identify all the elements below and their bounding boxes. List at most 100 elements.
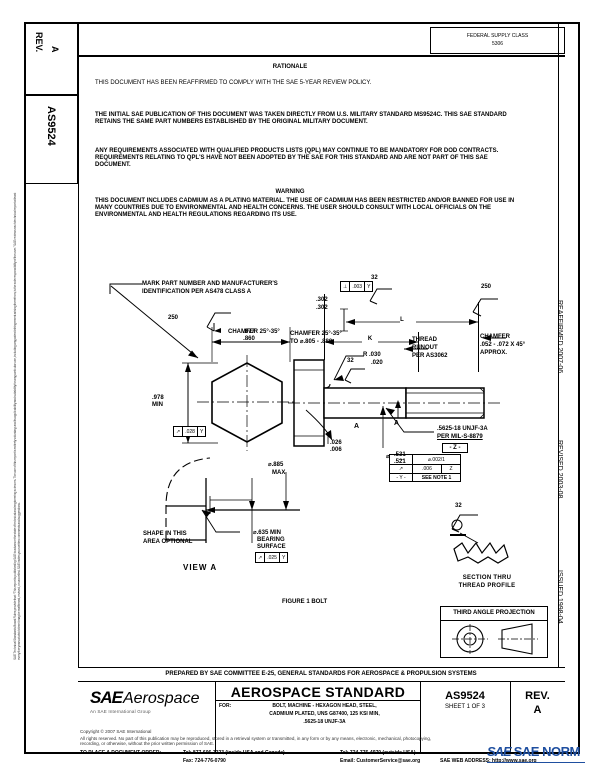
head-chamfer-text-line2: TO ⌀.805 - .880	[290, 339, 333, 345]
projection-symbol	[452, 623, 538, 655]
fcf-row3-note: SEE NOTE 1	[421, 474, 452, 481]
radius-leader	[333, 355, 364, 381]
extension-line-l	[478, 302, 479, 372]
doc-number-stub-box	[24, 95, 78, 184]
committee-line: PREPARED BY SAE COMMITTEE E-25, GENERAL …	[165, 671, 477, 677]
bearing-min-l3: SURFACE	[257, 544, 286, 550]
fcf-row1-tolerance: ⌀.002/1	[428, 456, 445, 463]
head-runout-symbol: ↗	[174, 427, 184, 436]
header-rule	[78, 55, 565, 57]
rationale-para2: ANY REQUIREMENTS ASSOCIATED WITH QUALIFI…	[95, 148, 499, 168]
surface-finish-250-right-value: 250	[481, 284, 492, 290]
perpendicularity-fcf: ⊥ .003 Y	[340, 281, 374, 292]
titleblock-top-rule	[78, 667, 565, 668]
bearing-runout-datum: Y	[281, 554, 286, 561]
projection-divider	[441, 620, 547, 621]
sae-logo-tagline: An SAE International Group	[90, 709, 151, 714]
head-width-upper: .877	[243, 329, 255, 335]
shank-diameter-lo: .521	[394, 459, 406, 465]
footer-rights-l1: All rights reserved. No part of this pub…	[80, 736, 432, 741]
head-chamfer-text-line1: CHAMFER 25°-35°	[290, 331, 342, 337]
footer-tel-intl: Tel: 724-776-4970 (outside USA)	[340, 750, 416, 756]
stacked-fcf: — ⌀.002/1 ↗ .006 Z - Y - SEE NOTE 1	[389, 454, 461, 482]
watermark-underline	[487, 762, 585, 763]
warning-body: THIS DOCUMENT INCLUDES CADMIUM AS A PLAT…	[95, 198, 515, 218]
datum-a-label: A	[354, 423, 360, 430]
watermark-text: SAE NORM	[513, 744, 581, 759]
thread-runout-note-l2: RUNOUT	[412, 345, 438, 351]
shank-diameter-leader	[380, 406, 386, 448]
datum-a-label-top: A	[394, 420, 400, 427]
head-height-value: .978	[152, 395, 164, 401]
rationale-heading: RATIONALE	[272, 64, 308, 70]
end-chamfer-note-l2: .052 - .072 X 45°	[480, 342, 526, 348]
bearing-min-l1: ⌀.635 MIN	[253, 530, 281, 536]
federal-supply-class-box: FEDERAL SUPPLY CLASS 5306	[430, 27, 565, 54]
head-thickness-upper: .302	[316, 297, 328, 303]
fcf-row2-datum: Z	[449, 465, 453, 472]
sheet-number: SHEET 1 OF 3	[445, 704, 485, 710]
thread-spec-leader	[385, 407, 434, 433]
perpendicularity-symbol: ⊥	[341, 282, 351, 291]
head-thickness-dimension	[340, 308, 348, 332]
view-a-label: VIEW A	[183, 563, 218, 572]
bearing-min-l2: BEARING	[257, 537, 285, 543]
surface-finish-32-section-value: 32	[455, 503, 462, 509]
head-height-min: MIN	[152, 402, 163, 408]
bearing-runout-symbol: ↗	[256, 553, 266, 562]
surface-finish-32-shank	[344, 368, 365, 384]
fsc-value: 5306	[491, 41, 504, 47]
footer-web: SAE WEB ADDRESS: http://www.sae.org	[440, 758, 537, 764]
extension-line-k	[418, 332, 419, 372]
right-margin-rule	[558, 22, 559, 667]
surface-finish-250-left-value: 250	[168, 315, 179, 321]
for-label: FOR:	[219, 703, 232, 709]
fsc-label: FEDERAL SUPPLY CLASS	[466, 33, 529, 39]
surface-finish-250-left	[206, 312, 231, 333]
datum-z-value: - Z -	[449, 445, 461, 451]
titleblock-v3	[510, 681, 511, 754]
thread-spec-l1: .5625-18 UNJF-3A	[437, 426, 488, 432]
head-thickness-lower: .302	[316, 305, 328, 311]
footer-copyright: Copyright © 2007 SAE International	[80, 729, 152, 734]
sae-logo-main: SAE	[90, 688, 123, 707]
perpendicularity-datum: Y	[367, 283, 371, 290]
titleblock-v2	[420, 681, 421, 754]
hex-head-view	[197, 355, 297, 451]
titleblock-committee-rule	[78, 681, 565, 682]
view-a-note-l1: SHAPE IN THIS	[143, 531, 187, 537]
rationale-para1: THE INITIAL SAE PUBLICATION OF THIS DOCU…	[95, 112, 507, 125]
titleblock-rev-label: REV.	[525, 690, 550, 702]
undercut-hi: .026	[330, 440, 342, 446]
view-a-geometry	[165, 457, 300, 543]
head-height-dimension	[182, 362, 218, 444]
order-label: TO PLACE A DOCUMENT ORDER:	[80, 750, 162, 756]
surface-finish-32-top-value: 32	[371, 275, 378, 281]
extension-line-head-face	[324, 294, 325, 360]
sheet-outer-border	[24, 22, 580, 754]
undercut-leader	[327, 432, 329, 444]
head-width-dimension	[211, 327, 291, 362]
titleblock-title-rule	[215, 700, 420, 701]
bearing-runout-tolerance: .025	[265, 553, 280, 562]
fcf-row1-symbol: —	[390, 455, 413, 464]
footer-fax: Fax: 724-776-0790	[183, 758, 226, 764]
left-margin-rule	[24, 22, 25, 754]
rationale-line1: THIS DOCUMENT HAS BEEN REAFFIRMED TO COM…	[95, 80, 372, 86]
bolt-side-elevation	[288, 359, 503, 447]
surface-finish-32-top	[369, 288, 392, 305]
head-runout-tolerance: .028	[183, 427, 198, 436]
shank-diameter-hi: .531	[394, 452, 406, 458]
view-a-note-l2: AREA OPTIONAL	[143, 539, 193, 545]
datum-a-arrow-top	[395, 400, 401, 418]
rev-stub-box	[24, 22, 78, 95]
thread-profile-section	[450, 514, 509, 564]
sae-logo: SAE Aerospace An SAE International Group	[90, 688, 199, 714]
length-K-dimension	[325, 336, 418, 348]
bearing-runout-fcf: ↗ .025 Y	[255, 552, 289, 563]
projection-label: THIRD ANGLE PROJECTION	[453, 610, 535, 616]
end-chamfer-note-l3: APPROX.	[480, 350, 508, 356]
radius-note-l2: .020	[371, 360, 383, 366]
sae-norm-watermark: SAE SAE NORM	[487, 744, 580, 759]
